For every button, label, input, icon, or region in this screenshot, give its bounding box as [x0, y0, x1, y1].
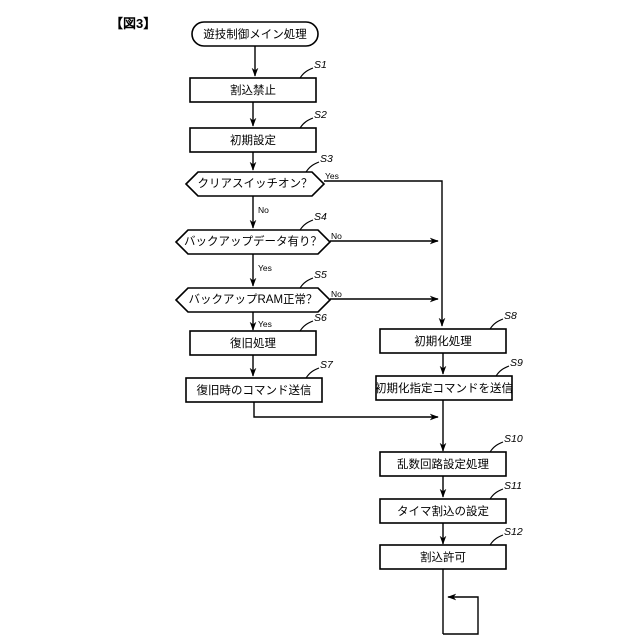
step-label-s3: S3 — [320, 153, 333, 165]
edge-s7-to-right-rail — [253, 402, 439, 421]
step-label-s2: S2 — [314, 109, 327, 121]
leader-s10 — [489, 441, 504, 453]
edge-s3-yes-to-right-rail — [324, 180, 446, 327]
node-s1-label: 割込禁止 — [230, 83, 276, 97]
node-s7-label: 復旧時のコマンド送信 — [197, 383, 312, 397]
node-s1-shape — [189, 77, 317, 103]
step-label-s7: S7 — [320, 359, 334, 371]
branch-label-s5-yes: Yes — [258, 319, 272, 329]
node-s9-shape — [375, 375, 513, 401]
leader-s3 — [305, 161, 320, 173]
leader-s5 — [299, 277, 314, 289]
leader-s8 — [489, 318, 504, 330]
leader-s11 — [489, 488, 504, 500]
leader-s4 — [299, 219, 314, 231]
node-s12-label: 割込許可 — [420, 550, 466, 564]
step-label-s12: S12 — [504, 526, 523, 538]
leader-s12 — [489, 534, 504, 546]
step-label-s9: S9 — [510, 357, 523, 369]
leader-s9 — [495, 365, 510, 377]
node-s4-label: バックアップデータ有り？ — [184, 234, 322, 248]
leader-s1 — [299, 67, 314, 79]
node-s3-shape — [184, 171, 326, 197]
edge-loop-back — [443, 593, 479, 635]
node-s4-shape — [174, 229, 332, 255]
figure-number-label: 【図3】 — [110, 16, 156, 31]
step-label-s4: S4 — [314, 211, 327, 223]
step-label-s1: S1 — [314, 59, 327, 71]
node-s8-label: 初期化処理 — [414, 334, 472, 348]
leader-s2 — [299, 117, 314, 129]
node-start-label: 遊技制御メイン処理 — [203, 27, 307, 41]
node-s10-label: 乱数回路設定処理 — [397, 457, 489, 471]
node-s6-label: 復旧処理 — [230, 336, 276, 350]
node-s5-shape — [174, 287, 332, 313]
node-s9-label: 初期化指定コマンドを送信 — [375, 381, 513, 395]
branch-label-s5-no: No — [331, 289, 342, 299]
node-s11-label: タイマ割込の設定 — [397, 504, 489, 518]
branch-label-s4-no: No — [331, 231, 342, 241]
node-s7-shape — [185, 377, 323, 403]
leader-s6 — [299, 320, 314, 332]
step-label-s6: S6 — [314, 312, 327, 324]
node-s3-label: クリアスイッチオン？ — [198, 177, 313, 190]
node-s2-label: 初期設定 — [230, 133, 276, 147]
step-label-s10: S10 — [504, 433, 523, 445]
branch-label-s3-no: No — [258, 205, 269, 215]
step-label-s5: S5 — [314, 269, 327, 281]
step-label-s11: S11 — [504, 480, 522, 492]
branch-label-s4-yes: Yes — [258, 263, 272, 273]
node-s5-label: バックアップRAM正常？ — [188, 293, 317, 306]
node-s8-shape — [379, 328, 507, 354]
node-s12-shape — [379, 544, 507, 570]
node-s6-shape — [189, 330, 317, 356]
step-label-s8: S8 — [504, 310, 517, 322]
branch-label-s3-yes: Yes — [325, 171, 339, 181]
leader-s7 — [305, 367, 320, 379]
